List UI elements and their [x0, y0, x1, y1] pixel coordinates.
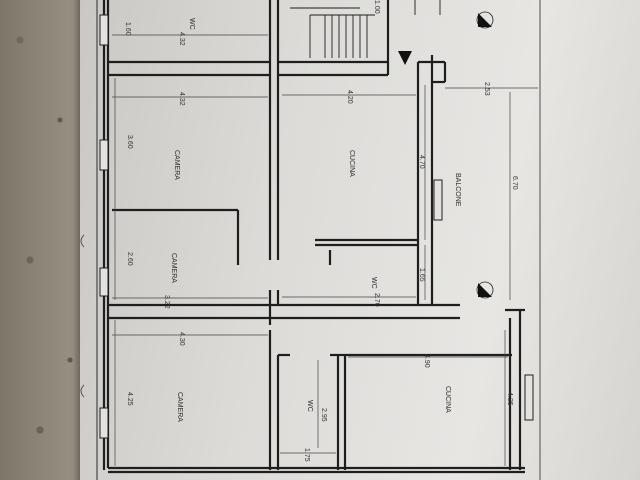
room-label-wc-top: WC — [188, 18, 195, 30]
room-label-cucina: CUCINA — [348, 150, 355, 177]
punch-hole — [80, 384, 85, 398]
dimension-label: 1.65 — [418, 268, 425, 282]
dimension-label: 2.53 — [483, 82, 490, 96]
room-label-camera: CAMERA — [173, 150, 180, 180]
section-markers — [398, 11, 494, 299]
dimension-label: 4.90 — [423, 354, 430, 368]
section-arrow-icon — [476, 281, 494, 299]
dimension-label: 4.70 — [418, 155, 425, 169]
dimension-label: 4.25 — [126, 392, 133, 406]
dimension-label: 3.60 — [126, 135, 133, 149]
dimension-label: 2.70 — [373, 293, 380, 307]
window — [524, 374, 534, 421]
room-label-balcone: BALCONE — [454, 173, 461, 207]
window — [433, 179, 443, 221]
dimension-label: 4.32 — [178, 92, 185, 106]
section-arrow-icon — [476, 11, 494, 29]
window — [99, 267, 109, 297]
dimension-label: 4.32 — [178, 32, 185, 46]
dimension-label: 1.75 — [303, 448, 310, 462]
window — [99, 139, 109, 171]
dimension-label: 6.70 — [511, 176, 518, 190]
staircase — [290, 0, 441, 58]
dimension-label: 1.00 — [373, 0, 380, 14]
dimension-label: 2.60 — [126, 252, 133, 266]
dimension-label: 1.60 — [124, 22, 131, 36]
room-label-camera: CAMERA — [176, 392, 183, 422]
window — [99, 407, 109, 439]
drawing-frame — [96, 0, 541, 480]
room-label-cucina: CUCINA — [444, 386, 451, 413]
walls — [102, 0, 525, 474]
dimension-lines — [112, 34, 538, 466]
dimension-label: 2.95 — [320, 408, 327, 422]
punch-hole — [80, 234, 85, 248]
windows — [99, 14, 534, 439]
dimension-label: 4.30 — [178, 332, 185, 346]
room-label-wc: WC — [306, 400, 313, 412]
dimension-labels: 1.60 4.32 4.32 3.60 2.60 3.22 4.30 4.25 … — [124, 0, 518, 462]
dimension-label: 3.22 — [163, 295, 170, 309]
section-arrow-icon — [398, 51, 412, 65]
dimension-label: 4.25 — [506, 392, 513, 406]
punch-holes — [80, 234, 85, 398]
window — [99, 14, 109, 46]
room-label-wc: WC — [370, 277, 377, 289]
room-label-camera: CAMERA — [170, 253, 177, 283]
room-labels: WC CAMERA CAMERA CUCINA WC BALCONE CAMER… — [170, 18, 461, 422]
dimension-label: 4.20 — [346, 90, 353, 104]
